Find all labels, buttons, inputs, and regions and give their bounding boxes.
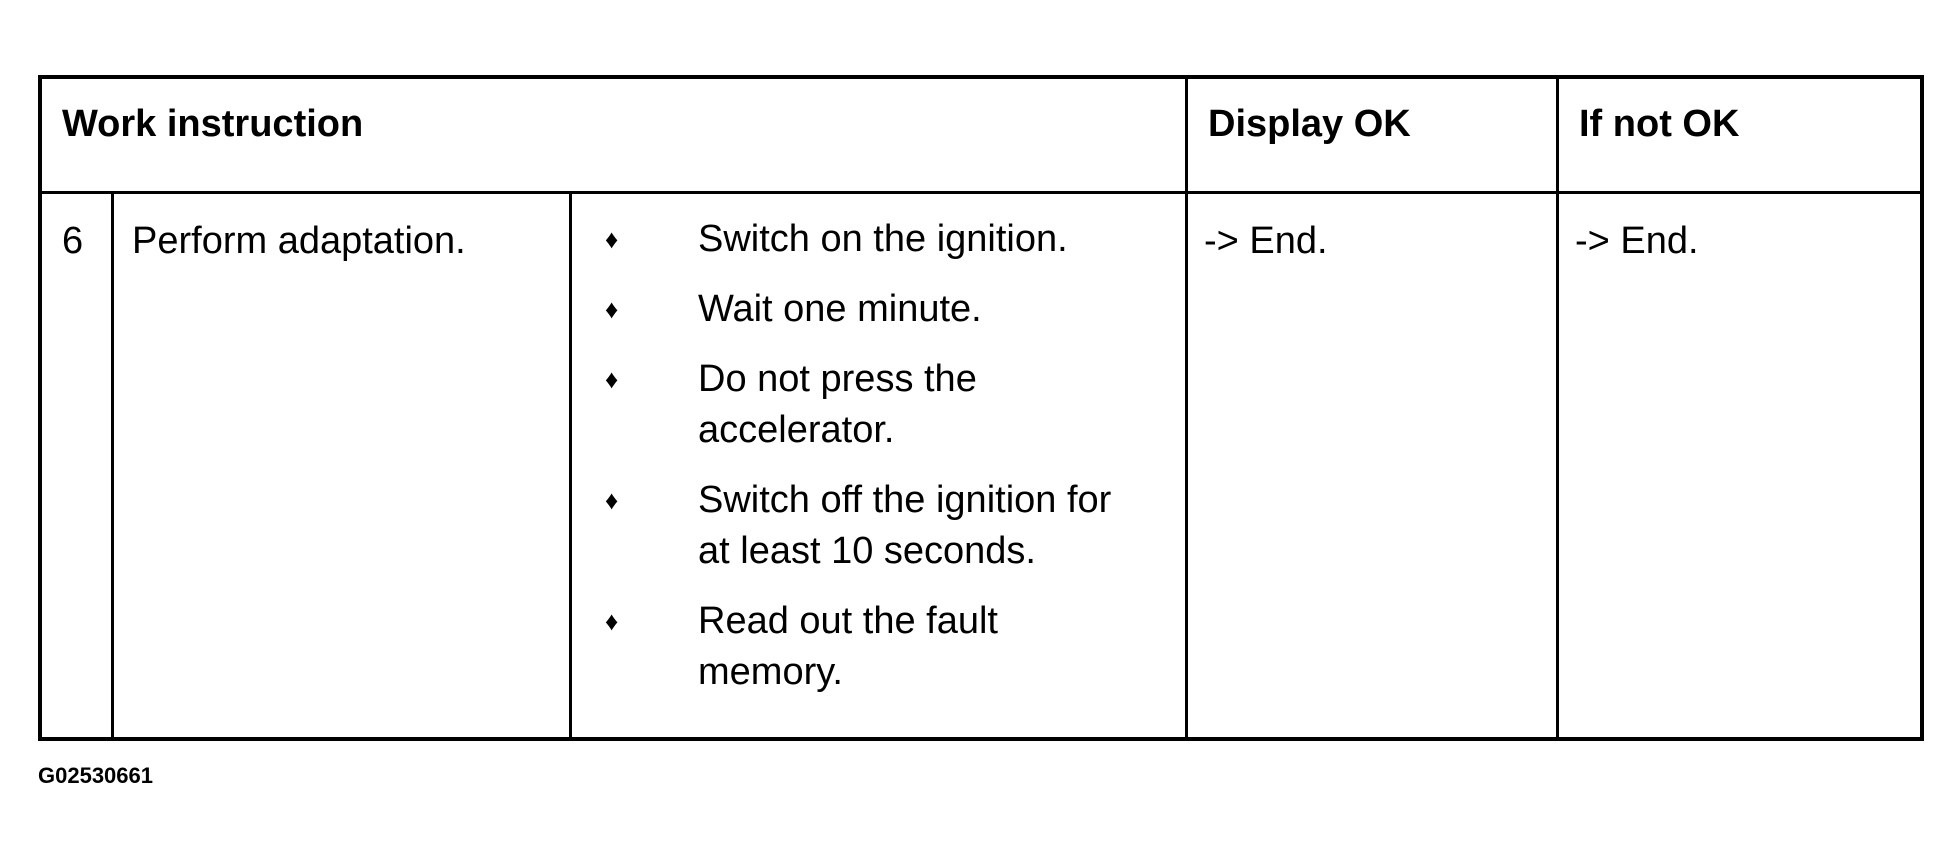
instruction-step-text: Switch on the ignition. — [698, 218, 1068, 260]
instruction-step: ♦ Switch on the ignition. — [587, 214, 1147, 265]
diamond-bullet-icon: ♦ — [605, 294, 619, 324]
instruction-step: ♦ Wait one minute. — [587, 284, 1147, 335]
steps-list: ♦ Switch on the ignition. ♦ Wait one minute… — [587, 214, 1147, 717]
step-number-divider — [111, 191, 114, 737]
diamond-bullet-icon: ♦ — [605, 224, 619, 254]
header-display-ok: Display OK — [1208, 103, 1411, 145]
if-not-ok-result: -> End. — [1575, 220, 1699, 262]
instruction-step: ♦ Read out the fault memory. — [587, 596, 1147, 698]
action-text: Perform adaptation. — [132, 220, 466, 262]
diamond-bullet-icon: ♦ — [605, 606, 619, 636]
step-number: 6 — [62, 220, 84, 262]
instruction-step-text: Switch off the ignition for at least 10 … — [698, 479, 1112, 572]
work-instruction-table: Work instruction Display OK If not OK 6 … — [38, 75, 1924, 741]
header-if-not-ok: If not OK — [1579, 103, 1740, 145]
display-ok-divider — [1185, 79, 1188, 737]
if-not-ok-divider — [1556, 79, 1559, 737]
instruction-step: ♦ Do not press the accelerator. — [587, 354, 1147, 456]
display-ok-result: -> End. — [1204, 220, 1328, 262]
instruction-step-text: Do not press the accelerator. — [698, 358, 977, 451]
instruction-step-text: Read out the fault memory. — [698, 600, 998, 693]
instruction-step: ♦ Switch off the ignition for at least 10… — [587, 475, 1147, 577]
instruction-step-text: Wait one minute. — [698, 288, 982, 330]
figure-id: G02530661 — [38, 763, 153, 788]
action-divider — [569, 191, 572, 737]
header-divider — [42, 191, 1920, 194]
diamond-bullet-icon: ♦ — [605, 485, 619, 515]
header-work-instruction: Work instruction — [62, 103, 364, 145]
diamond-bullet-icon: ♦ — [605, 364, 619, 394]
